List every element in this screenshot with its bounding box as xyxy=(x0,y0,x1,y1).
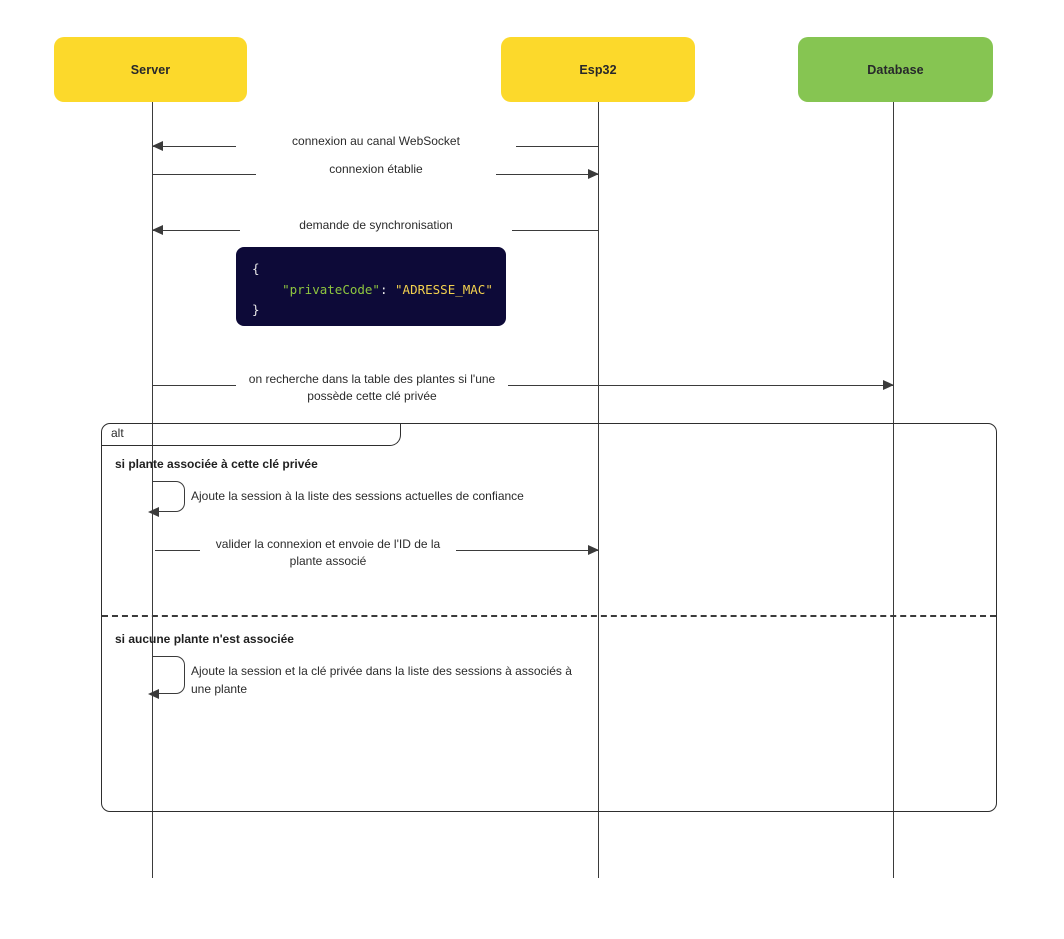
json-brace-open: { xyxy=(252,261,260,276)
message-4-arrowhead xyxy=(883,379,894,390)
message-5-self-loop xyxy=(153,481,185,512)
alt-branch-2-condition: si aucune plante n'est associée xyxy=(115,632,294,646)
json-colon: : xyxy=(379,281,396,297)
alt-fragment-tab xyxy=(101,423,401,446)
participant-server[interactable]: Server xyxy=(54,37,247,102)
message-3-arrowhead xyxy=(152,224,163,235)
alt-branch-1-condition: si plante associée à cette clé privée xyxy=(115,457,318,471)
participant-database-label: Database xyxy=(867,62,924,77)
message-7-self-loop xyxy=(153,656,185,694)
participant-server-label: Server xyxy=(130,62,171,77)
participant-esp32-label: Esp32 xyxy=(579,62,617,77)
message-5-label: Ajoute la session à la liste des session… xyxy=(191,489,524,503)
message-2-label: connexion établie xyxy=(256,161,496,179)
message-5-arrowhead xyxy=(148,506,159,517)
message-7-arrowhead xyxy=(148,688,159,699)
participant-database[interactable]: Database xyxy=(798,37,993,102)
message-4-line xyxy=(153,385,893,386)
lifeline-esp32 xyxy=(598,102,599,878)
message-1-label: connexion au canal WebSocket xyxy=(236,133,516,151)
message-6-label: valider la connexion et envoie de l'ID d… xyxy=(200,536,456,571)
alt-fragment-operator-label: alt xyxy=(111,426,124,440)
alt-fragment xyxy=(101,423,997,812)
participant-esp32[interactable]: Esp32 xyxy=(501,37,695,102)
message-6-arrowhead xyxy=(588,544,599,555)
json-key-privatecode: "privateCode" xyxy=(282,281,380,297)
message-4-label: on recherche dans la table des plantes s… xyxy=(236,371,508,406)
lifeline-server xyxy=(152,102,153,878)
message-1-arrowhead xyxy=(152,140,163,151)
note-json-payload: { "privateCode": "ADRESSE_MAC" } xyxy=(236,247,506,326)
json-indent xyxy=(252,282,282,297)
json-brace-close: } xyxy=(252,302,260,318)
message-7-label: Ajoute la session et la clé privée dans … xyxy=(191,664,572,696)
json-value-adresse-mac: "ADRESSE_MAC" xyxy=(395,281,493,297)
alt-fragment-divider xyxy=(102,615,996,617)
message-2-arrowhead xyxy=(588,168,599,179)
lifeline-database xyxy=(893,102,894,878)
message-3-label: demande de synchronisation xyxy=(240,217,512,235)
